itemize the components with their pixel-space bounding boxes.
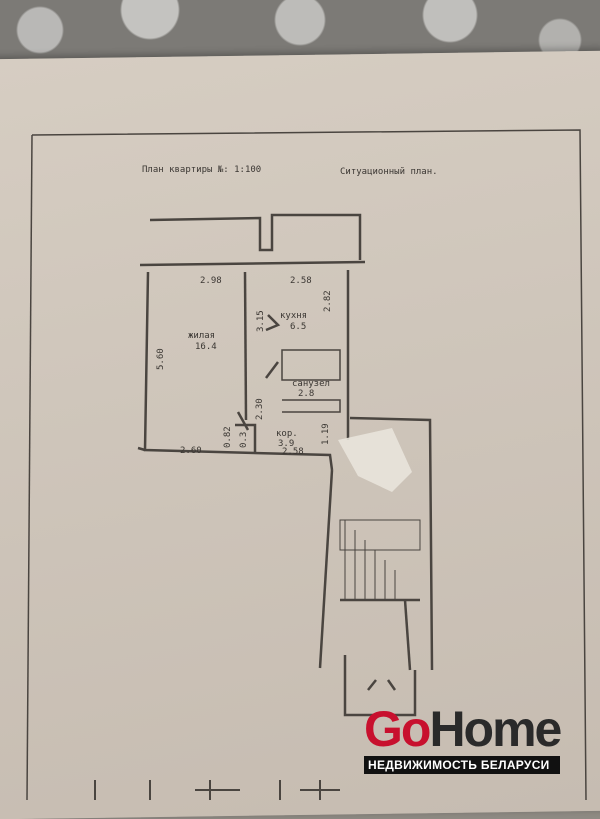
dim-kitchen-height: 3.15 xyxy=(256,310,266,332)
frame-border-left xyxy=(26,134,33,800)
room-area-bathroom: 2.8 xyxy=(298,389,314,399)
dim-closet-width: 0.3 xyxy=(239,432,249,448)
dim-living-top: 2.98 xyxy=(200,276,222,286)
frame-border xyxy=(31,129,587,800)
watermark-tagline: НЕДВИЖИМОСТЬ БЕЛАРУСИ xyxy=(364,756,561,774)
watermark-go: Go xyxy=(364,701,431,757)
room-name-corridor: кор. xyxy=(276,429,298,439)
dim-corridor-bottom: 2.58 xyxy=(282,447,304,457)
apartment-walls xyxy=(137,213,434,717)
room-name-kitchen: кухня xyxy=(280,311,307,321)
gohome-watermark: GoHome НЕДВИЖИМОСТЬ БЕЛАРУСИ xyxy=(364,701,562,774)
dim-closet-height: 0.82 xyxy=(223,426,233,448)
dim-kitchen-top: 2.58 xyxy=(290,276,312,286)
tape-piece xyxy=(338,428,412,492)
room-area-kitchen: 6.5 xyxy=(290,322,306,332)
dimension-labels: 2.98 2.58 5.60 3.15 2.82 2.30 0.82 0.3 2… xyxy=(156,276,333,457)
dim-living-height: 5.60 xyxy=(156,348,166,370)
watermark-logo: GoHome xyxy=(364,701,562,757)
room-area-corridor: 3.9 xyxy=(278,439,294,449)
room-labels: жилая 16.4 кухня 6.5 санузел 2.8 кор. 3.… xyxy=(188,311,330,449)
room-name-living: жилая xyxy=(188,331,215,341)
room-area-living: 16.4 xyxy=(195,342,217,352)
watermark-home: Home xyxy=(429,701,562,757)
room-name-bathroom: санузел xyxy=(292,379,330,389)
dim-entrance: 1.19 xyxy=(321,423,331,445)
plan-title: План квартиры №: 1:100 xyxy=(142,165,261,175)
dim-kitchen-side: 2.82 xyxy=(323,290,333,312)
floor-plan: План квартиры №: 1:100 Ситуационный план… xyxy=(26,129,587,800)
dim-corridor-side: 2.30 xyxy=(255,398,265,420)
situation-title: Ситуационный план. xyxy=(340,167,438,177)
dim-living-bottom: 2.60 xyxy=(180,446,202,456)
